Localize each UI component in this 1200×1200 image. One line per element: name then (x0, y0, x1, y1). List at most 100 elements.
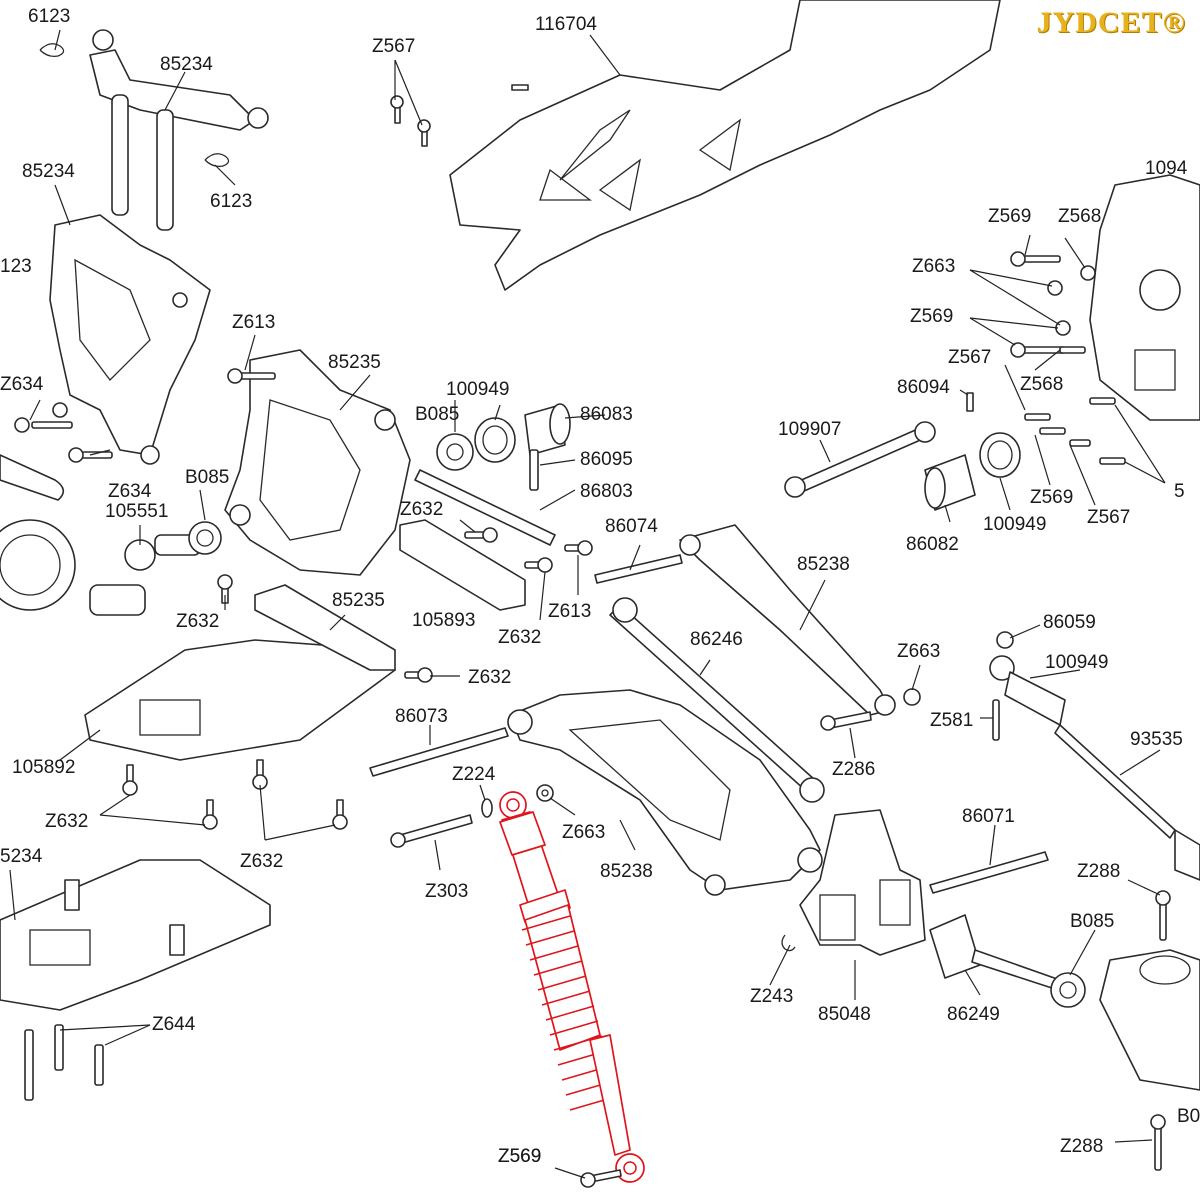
screw-z632-g (252, 759, 268, 790)
label-z632-e: Z632 (498, 627, 541, 648)
label-z613-b: Z613 (548, 601, 591, 622)
label-86095: 86095 (580, 449, 633, 470)
label-105892: 105892 (12, 757, 75, 778)
screw-z632-d (464, 527, 498, 543)
label-86803: 86803 (580, 481, 633, 502)
label-85238-b: 85238 (600, 861, 653, 882)
nut-z663-c (903, 688, 921, 706)
turnbuckle-93535 (1054, 724, 1200, 881)
label-z632-f: Z632 (468, 667, 511, 688)
label-z634-b: Z634 (108, 481, 152, 502)
label-z581: Z581 (930, 710, 973, 731)
gearbox-85235 (224, 349, 411, 576)
label-z613-a: Z613 (232, 312, 275, 333)
label-100949-c: 100949 (1045, 652, 1108, 673)
shock-tower-85234 (49, 214, 211, 465)
label-z663-c: Z663 (897, 641, 940, 662)
screw-z286 (820, 711, 872, 731)
screw-z632-h (332, 799, 348, 830)
label-93535: 93535 (1130, 729, 1183, 750)
highlighted-shock-absorber (499, 791, 645, 1183)
screw-z632-c (202, 799, 218, 830)
outdrive-86082 (924, 454, 976, 511)
label-z644: Z644 (152, 1014, 196, 1035)
axle-86249 (929, 914, 1061, 991)
label-116704: 116704 (535, 14, 597, 35)
ball-end-86059 (996, 631, 1014, 649)
label-z632-c: Z632 (240, 851, 283, 872)
label-z663-a: Z663 (562, 822, 605, 843)
screw-z303 (390, 814, 473, 848)
pin-86073 (369, 727, 509, 777)
clip-z243 (781, 934, 796, 952)
label-100949-b: 100949 (983, 514, 1046, 535)
label-1094: 1094 (1145, 158, 1188, 179)
screw-z288-a (1155, 890, 1171, 941)
lower-arm-85238 (507, 689, 823, 896)
screw-z634-b (68, 447, 113, 463)
label-85238-a: 85238 (797, 554, 850, 575)
shaft-86803 (414, 469, 556, 546)
chassis-rail-116704 (449, 0, 1001, 291)
label-105551: 105551 (105, 501, 168, 522)
label-z567-a: Z567 (372, 36, 415, 57)
driveshaft-109907 (784, 421, 936, 498)
label-z303: Z303 (425, 881, 468, 902)
label-100949-a: 100949 (446, 379, 509, 400)
label-z632-b: Z632 (45, 811, 88, 832)
link-left (0, 454, 65, 501)
screws-gearbox-right (966, 251, 1126, 465)
label-z569-a: Z569 (498, 1146, 541, 1167)
label-85234-b: 85234 (22, 161, 75, 182)
screw-z288-b (1150, 1114, 1166, 1171)
label-z567-c: Z567 (1087, 507, 1130, 528)
driveshaft-86246 (609, 597, 825, 803)
label-z568-a: Z568 (1020, 374, 1063, 395)
pin-86071 (929, 851, 1049, 894)
leader-lines (9, 29, 1166, 1179)
label-z663-b: Z663 (912, 256, 955, 277)
label-85235-b: 85235 (332, 590, 385, 611)
pin-86074 (594, 554, 683, 584)
label-z243: Z243 (750, 986, 793, 1007)
screw-z632-e (524, 557, 553, 573)
body-mount-85234 (89, 29, 269, 231)
spacer-100949-a (474, 417, 516, 463)
label-b085-c: B085 (1070, 911, 1114, 932)
label-z632-a: Z632 (176, 611, 219, 632)
brace-105893 (399, 519, 526, 611)
label-6123-b: 6123 (210, 191, 252, 212)
bearing-b085-c (1050, 972, 1086, 1008)
outdrive-86083 (524, 403, 571, 456)
label-85048: 85048 (818, 1004, 871, 1025)
label-109907: 109907 (778, 419, 841, 440)
label-85235-a: 85235 (328, 352, 381, 373)
hub-carrier-85048 (799, 809, 926, 956)
label-123-c: 123 (0, 256, 32, 277)
label-85234-a: 85234 (160, 54, 213, 75)
clip-6123-a (39, 43, 65, 58)
screws-z567-top (390, 84, 529, 147)
label-86059: 86059 (1043, 612, 1096, 633)
label-86249: 86249 (947, 1004, 1000, 1025)
screw-z632-f (404, 667, 433, 683)
label-86074: 86074 (605, 516, 658, 537)
label-z634-a: Z634 (0, 374, 44, 395)
label-86071: 86071 (962, 806, 1015, 827)
bottom-plate (0, 859, 271, 1011)
label-z288-b: Z288 (1060, 1136, 1103, 1157)
screw-z632-a (217, 574, 233, 604)
nut-z663-a (536, 784, 554, 802)
screw-z613-b (564, 540, 593, 556)
label-105893: 105893 (412, 610, 475, 631)
label-86083: 86083 (580, 404, 633, 425)
differential-105551 (0, 519, 201, 616)
hub-right (1099, 949, 1200, 1091)
label-86246: 86246 (690, 629, 743, 650)
label-6123-a: 6123 (28, 6, 70, 27)
label-b0: B0 (1177, 1106, 1200, 1127)
label-z569-b: Z569 (1030, 487, 1073, 508)
label-z569-d: Z569 (910, 306, 953, 327)
label-86094: 86094 (897, 377, 950, 398)
bearing-b085-b (436, 433, 474, 471)
